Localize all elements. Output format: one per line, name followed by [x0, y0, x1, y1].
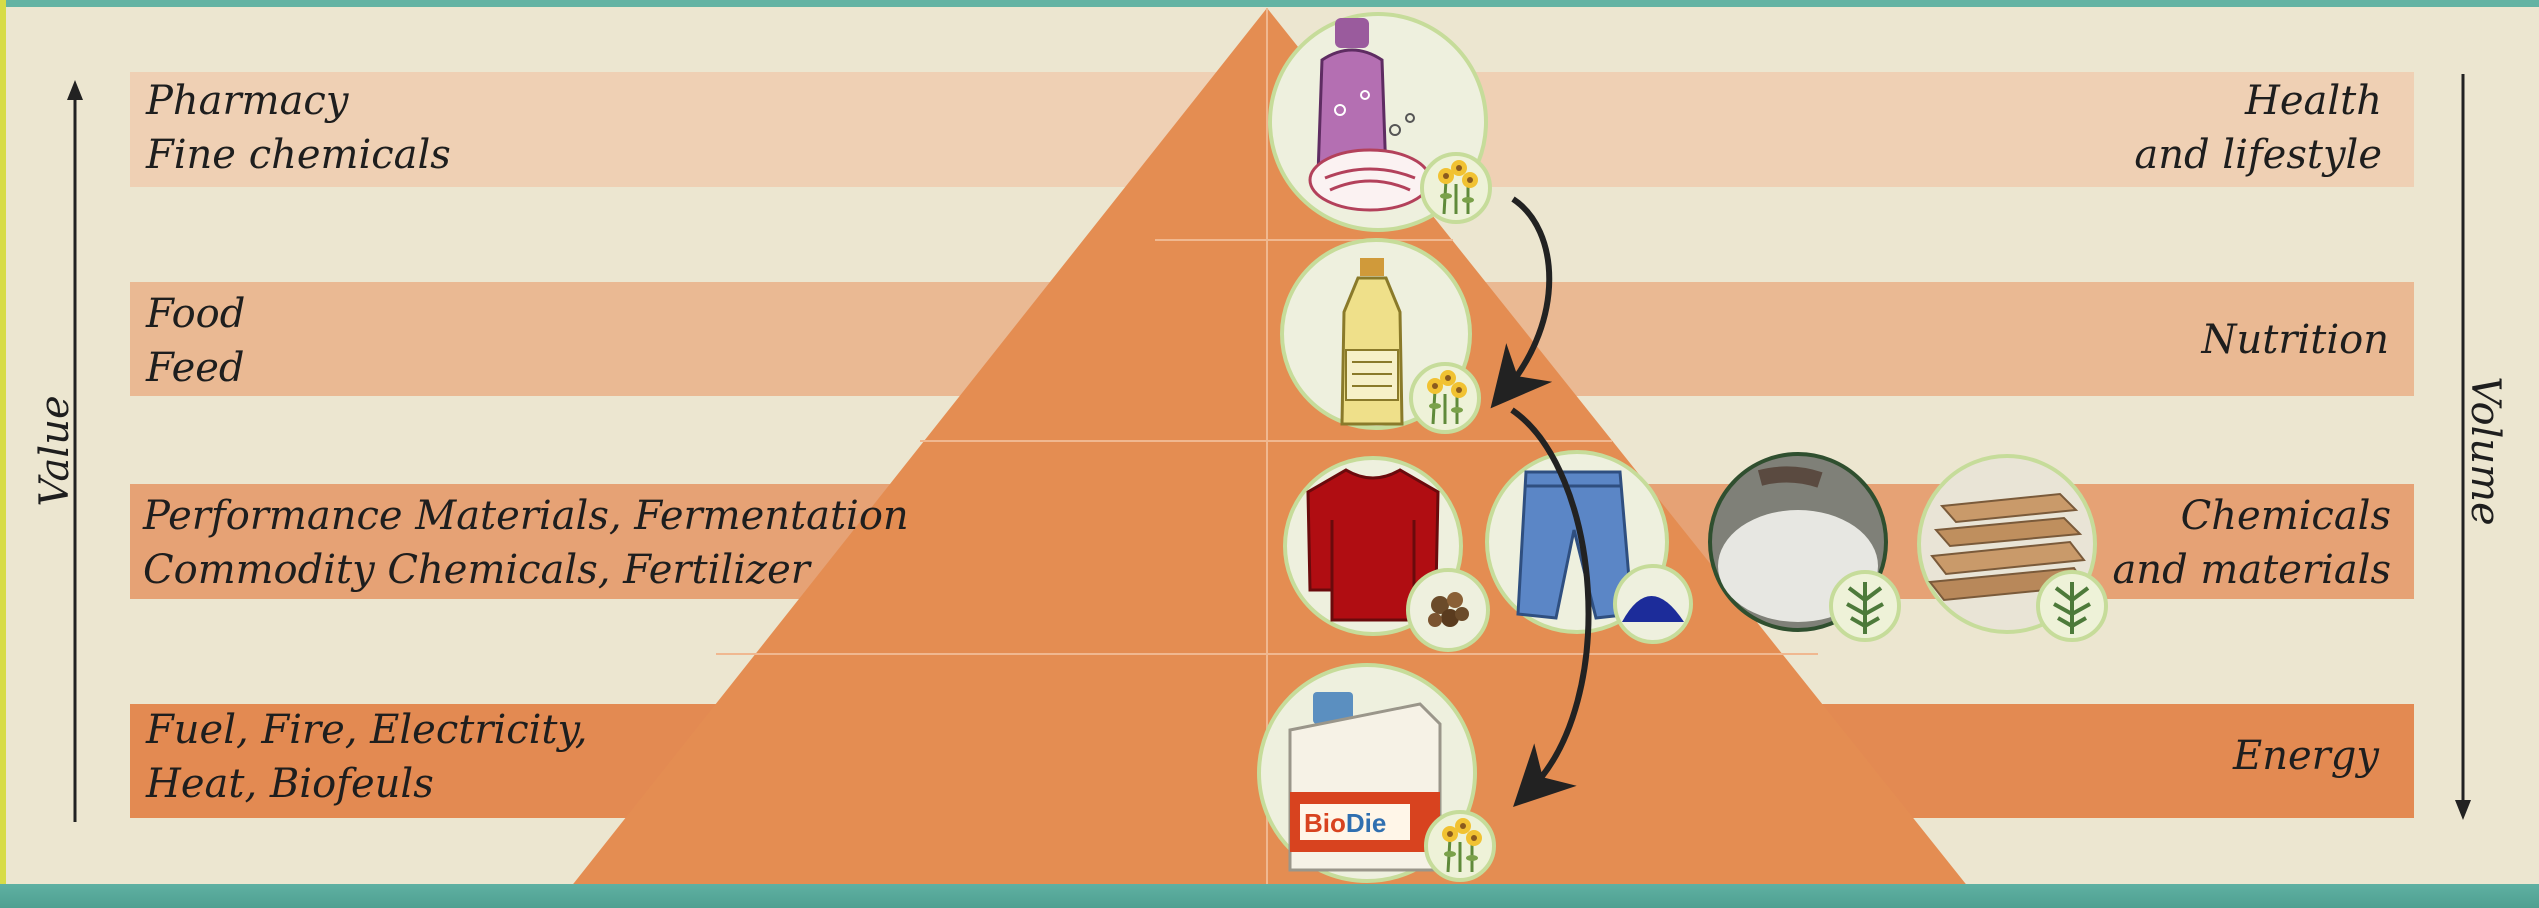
- tier-2-right-label: Nutrition: [2202, 313, 2389, 367]
- biodiesel-label: BioDie: [1304, 808, 1386, 838]
- herb-badge-icon: [2036, 570, 2108, 642]
- tier-4-right-line-1: Energy: [2233, 733, 2379, 779]
- tier-2-left-label: Food Feed: [146, 287, 245, 395]
- tier-1-left-line-1: Pharmacy: [146, 78, 349, 124]
- wood-chips-badge-icon: [1406, 568, 1490, 652]
- value-axis-label: Value: [32, 395, 78, 507]
- sunflower-badge-icon: [1420, 152, 1492, 224]
- sunflower-badge-icon: [1409, 362, 1481, 434]
- pyramid: [570, 8, 1969, 888]
- tier-3-right-label: Chemicals and materials: [2112, 489, 2391, 597]
- tier-4-right-label: Energy: [2233, 729, 2379, 783]
- tier-1-left-label: Pharmacy Fine chemicals: [146, 74, 451, 182]
- left-frame-stripe: [0, 0, 6, 908]
- tier-3-left-line-1: Performance Materials, Fermentation: [143, 493, 909, 539]
- top-frame-stripe: [0, 0, 2539, 7]
- tier-1-right-label: Health and lifestyle: [2134, 74, 2382, 182]
- volume-axis-label: Volume: [2462, 376, 2508, 526]
- indigo-powder-badge-icon: [1613, 564, 1693, 644]
- tier-4-left-line-2: Heat, Biofeuls: [146, 761, 434, 807]
- tier-2-right-line-1: Nutrition: [2201, 317, 2389, 363]
- tier-3-left-line-2: Commodity Chemicals, Fertilizer: [143, 547, 810, 593]
- tier-1-right-line-1: Health: [2244, 78, 2382, 124]
- value-arrowhead-icon: [67, 80, 83, 100]
- volume-arrowhead-icon: [2455, 800, 2471, 820]
- sunflower-badge-icon: [1424, 810, 1496, 882]
- cascade-arrow-1: [1490, 196, 1553, 409]
- cascade-arrow-2: [1510, 407, 1592, 807]
- tier-4-left-label: Fuel, Fire, Electricity, Heat, Biofeuls: [146, 703, 588, 811]
- tier-3-right-line-2: and materials: [2112, 547, 2391, 593]
- tier-2-left-line-2: Feed: [146, 345, 245, 391]
- tier-3-left-label: Performance Materials, Fermentation Comm…: [143, 489, 909, 597]
- biodiesel-canister-illustration: BioDie: [1257, 663, 1477, 883]
- tier-4-left-line-1: Fuel, Fire, Electricity,: [146, 707, 588, 753]
- tier-1-left-line-2: Fine chemicals: [146, 132, 451, 178]
- bottom-frame-stripe: [0, 884, 2539, 908]
- tier-2-left-line-1: Food: [146, 291, 246, 337]
- herb-badge-icon: [1829, 570, 1901, 642]
- tier-3-right-line-1: Chemicals: [2180, 493, 2391, 539]
- tier-1-right-line-2: and lifestyle: [2134, 132, 2382, 178]
